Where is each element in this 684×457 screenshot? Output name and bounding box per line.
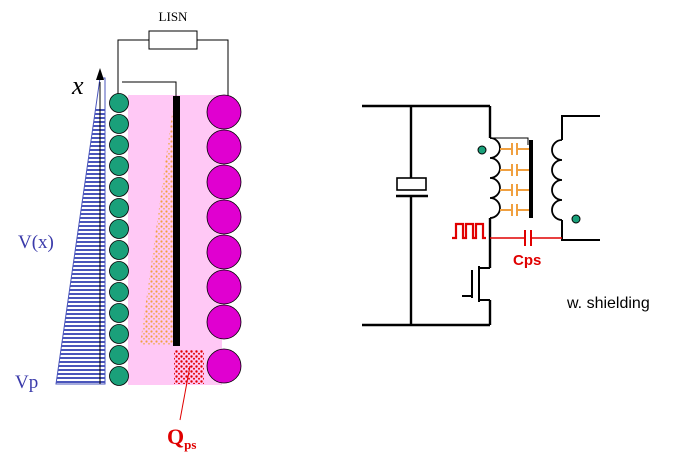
shielding-label: w. shielding xyxy=(566,295,650,312)
secondary-turn xyxy=(206,94,242,130)
secondary-turn xyxy=(206,199,242,235)
winding-cross-section: LISN xyxy=(15,9,242,452)
secondary-turn xyxy=(206,269,242,305)
primary-coil xyxy=(489,137,501,219)
secondary-turn xyxy=(206,129,242,165)
parasitic-capacitors xyxy=(500,143,529,216)
primary-turn xyxy=(109,219,129,239)
shield-wire xyxy=(122,81,177,96)
parasitic-cap xyxy=(500,143,529,155)
voltage-stripes xyxy=(56,109,105,383)
primary-turn xyxy=(109,156,129,176)
primary-turn xyxy=(109,324,129,344)
parasitic-cap xyxy=(500,164,529,176)
cps-path xyxy=(452,222,562,246)
input-capacitor xyxy=(396,177,427,191)
qps-main: Q xyxy=(167,424,184,449)
secondary-winding xyxy=(206,94,242,384)
secondary-turn xyxy=(206,234,242,270)
cps-label: Cps xyxy=(513,252,541,269)
primary-turn xyxy=(109,198,129,218)
primary-turn xyxy=(109,114,129,134)
qps-pointer xyxy=(179,365,191,421)
lisn-wire-right xyxy=(197,39,229,97)
lisn-wire-left xyxy=(117,39,149,97)
primary-turn xyxy=(109,93,129,113)
parasitic-cap xyxy=(500,204,529,216)
parasitic-cap xyxy=(500,184,529,196)
primary-turn xyxy=(109,282,129,302)
qps-charge-block xyxy=(174,350,204,384)
primary-turn xyxy=(109,345,129,365)
primary-turn xyxy=(109,177,129,197)
vx-label: V(x) xyxy=(18,232,54,253)
lisn-box xyxy=(148,30,198,50)
primary-winding xyxy=(109,93,129,386)
primary-turn xyxy=(109,240,129,260)
flyback-circuit xyxy=(362,104,600,327)
secondary-coil xyxy=(551,139,563,221)
induced-charge-wedge xyxy=(140,107,173,345)
shield-plate xyxy=(173,96,180,346)
primary-turn xyxy=(109,366,129,386)
mosfet-symbol xyxy=(462,266,490,302)
secondary-top-lead xyxy=(561,115,600,140)
primary-turn xyxy=(109,303,129,323)
x-axis-arrowhead xyxy=(96,68,104,80)
lisn-label: LISN xyxy=(159,9,189,24)
square-pulse-symbol xyxy=(452,222,486,240)
secondary-turn xyxy=(206,304,242,340)
qps-subscript: ps xyxy=(184,437,196,452)
secondary-bottom-lead xyxy=(561,220,600,241)
qps-label: Qps xyxy=(167,424,196,452)
primary-turn xyxy=(109,135,129,155)
primary-polarity-dot xyxy=(477,145,487,155)
voltage-distribution-wedge xyxy=(55,77,106,385)
x-axis-label: x xyxy=(71,71,84,100)
shield-connection xyxy=(490,137,529,145)
secondary-turn xyxy=(206,348,242,384)
secondary-turn xyxy=(206,164,242,200)
secondary-polarity-dot xyxy=(571,214,581,224)
vp-label: Vp xyxy=(15,372,38,393)
primary-turn xyxy=(109,261,129,281)
